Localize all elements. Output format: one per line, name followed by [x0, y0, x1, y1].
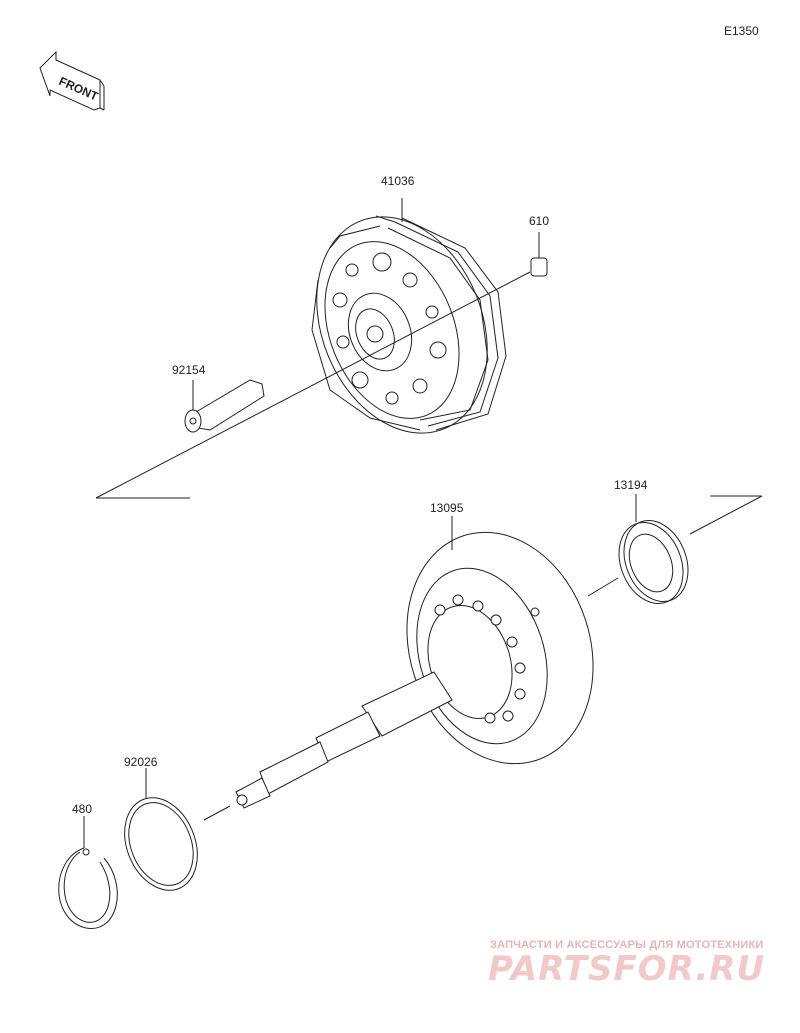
- bolt: [184, 379, 265, 433]
- washer: [124, 797, 198, 891]
- assembly-axis-lower-b: [587, 577, 619, 597]
- part-number-480: 480: [72, 802, 92, 816]
- part-number-92154: 92154: [172, 363, 206, 377]
- diagram-code: E1350: [724, 24, 759, 38]
- clutch-housing: [311, 215, 507, 434]
- watermark-tagline: ЗАПЧАСТИ И АКСЕССУАРЫ ДЛЯ МОТОТЕХНИКИ: [490, 939, 764, 951]
- circlip: [58, 847, 118, 929]
- part-number-92026: 92026: [124, 755, 158, 769]
- part-number-610: 610: [529, 214, 549, 228]
- watermark-logo: PARTSFOR.RU: [488, 949, 766, 989]
- part-number-13194: 13194: [614, 478, 648, 492]
- part-number-41036: 41036: [381, 174, 415, 188]
- one-way-clutch: [618, 519, 689, 605]
- assembly-axis-lower-c: [203, 805, 231, 821]
- assembly-axis-upper: [95, 271, 531, 499]
- pin: [530, 257, 548, 277]
- part-number-13095: 13095: [430, 501, 464, 515]
- drive-shaft-gear: [235, 531, 594, 809]
- assembly-axis-lower-a: [689, 495, 763, 535]
- front-arrow-icon: FRONT: [39, 50, 105, 111]
